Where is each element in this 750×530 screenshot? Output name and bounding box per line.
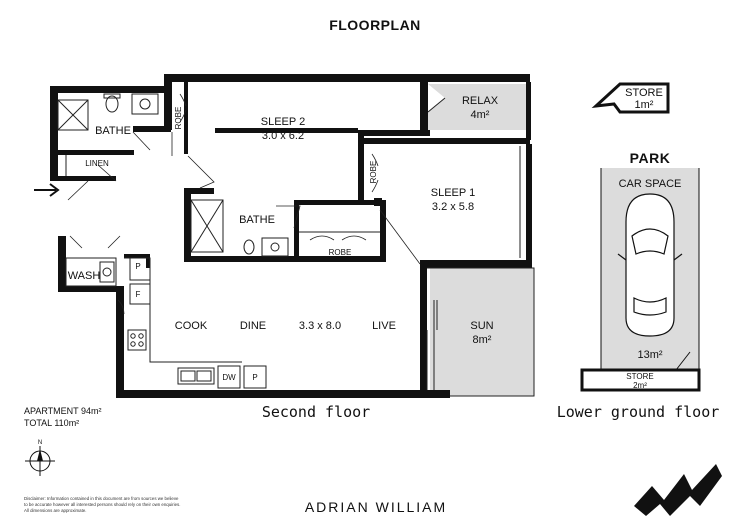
room-sleep2-name: SLEEP 2 [261, 116, 305, 128]
disclaimer-line-3: All dimensions are approximate. [24, 508, 86, 513]
floor-label-lower: Lower ground floor [557, 403, 720, 421]
entry-arrow [34, 183, 60, 197]
room-sleep1-name: SLEEP 1 [431, 187, 475, 199]
sun-balcony [430, 268, 534, 396]
compass-icon: N [25, 440, 55, 476]
park-area-label: 13m² [637, 349, 662, 361]
room-wash: WASH [68, 270, 101, 282]
car-icon [617, 193, 683, 337]
living-size: 3.3 x 8.0 [299, 320, 341, 332]
room-bathe-top: BATHE [95, 125, 131, 137]
park-area [580, 168, 701, 392]
pantry-bottom: P [252, 373, 257, 382]
total-area: TOTAL 110m² [24, 418, 79, 428]
room-relax-area: 4m² [471, 109, 490, 121]
dishwasher: DW [222, 373, 236, 382]
relax-area [428, 84, 529, 130]
apartment-area: APARTMENT 94m² [24, 406, 102, 416]
room-bathe-mid: BATHE [239, 214, 275, 226]
page-title: FLOORPLAN [329, 17, 421, 33]
robe-sleep1: ROBE [369, 161, 378, 184]
robe-mid: ROBE [329, 248, 352, 257]
car-space-label: CAR SPACE [619, 178, 682, 190]
fridge: F [136, 290, 141, 299]
room-relax-name: RELAX [462, 95, 499, 107]
disclaimer-line-1: Disclaimer: Information contained in thi… [24, 496, 179, 501]
area-live: LIVE [372, 320, 396, 332]
robe-sleep2: ROBE [174, 107, 183, 130]
room-sun-area: 8m² [473, 334, 492, 346]
park-title: PARK [630, 150, 671, 166]
brand-name: ADRIAN WILLIAM [305, 499, 447, 515]
compass-north-label: N [38, 440, 42, 446]
pantry-top: P [135, 262, 140, 271]
walls [50, 74, 532, 398]
room-sun-name: SUN [470, 320, 493, 332]
park-store-area: 2m² [633, 381, 647, 390]
door-swings [67, 93, 421, 315]
room-linen: LINEN [85, 159, 109, 168]
fixture-lines [57, 93, 535, 397]
area-cook: COOK [175, 320, 208, 332]
disclaimer-line-2: to be accurate however all interested pe… [24, 502, 180, 507]
store-top-area: 1m² [635, 99, 654, 111]
park-store-name: STORE [626, 372, 653, 381]
brand-logo-icon [634, 464, 722, 516]
room-sleep2-size: 3.0 x 6.2 [262, 130, 304, 142]
floor-label-second: Second floor [262, 403, 370, 421]
area-dine: DINE [240, 320, 266, 332]
store-top: STORE 1m² [591, 82, 670, 114]
store-top-name: STORE [625, 87, 663, 99]
room-sleep1-size: 3.2 x 5.8 [432, 201, 474, 213]
